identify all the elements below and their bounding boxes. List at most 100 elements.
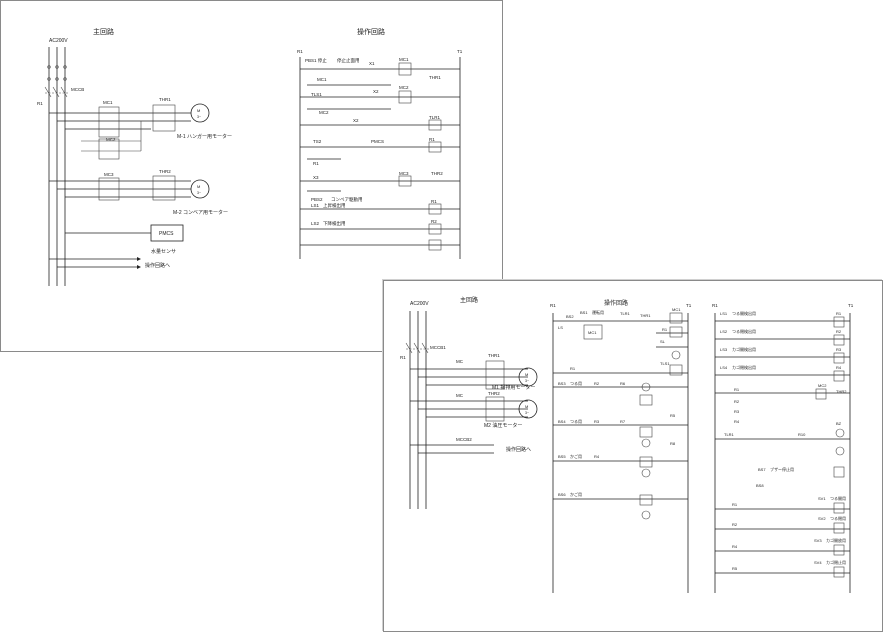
sheet1-mc2-label: MC2 bbox=[106, 137, 116, 142]
sheet1-pmcs-box bbox=[150, 224, 184, 242]
sheet2-col2-t1: T1 bbox=[848, 303, 854, 308]
sheet2-thr2: THR2 bbox=[488, 391, 500, 396]
sheet2-r1-contact: R1 bbox=[570, 366, 576, 371]
sheet1-ops-ts1: TLS1 bbox=[311, 92, 322, 97]
sheet1-ops-x3: X3 bbox=[313, 175, 319, 180]
sheet2-col2-tlr1: TLR1 bbox=[724, 432, 735, 437]
sheet2-bs1-detail: 運転用 bbox=[592, 309, 604, 315]
sheet2-motor-m1 bbox=[518, 367, 538, 387]
sheet2-bs4-rung: BS4 つる用 R3 R7 R8 bbox=[553, 418, 688, 448]
sheet2-col2-r4-coil: R4 bbox=[836, 365, 842, 370]
sheet2-col2-ls1-detail: つる開検出用 bbox=[732, 310, 756, 316]
sheet2-m1-caption: M1 揚排用モーター bbox=[492, 384, 535, 391]
sheet2-col2-ls2-detail: つる閉検出用 bbox=[732, 328, 756, 334]
sheet1-ops-r2-coil: R2 bbox=[431, 219, 437, 224]
sheet2-bs4-detail: つる用 bbox=[570, 418, 582, 424]
sheet2-r8: R8 bbox=[670, 441, 676, 446]
sheet1-motor-m1 bbox=[190, 103, 210, 123]
sheet1-ops-tlr1: TLR1 bbox=[429, 115, 441, 120]
sheet1-m1-symbol: M bbox=[197, 108, 200, 113]
sheet2-bs2: BS2 bbox=[566, 314, 574, 319]
sheet1-m1-caption: M-1 ハンガー用モーター bbox=[177, 133, 232, 140]
sheet2-col2-sv4: SV4 bbox=[814, 560, 822, 565]
sheet2-ts1: TLS1 bbox=[660, 361, 670, 366]
sheet2-supply-label: AC200V bbox=[410, 301, 429, 307]
sheet2-main-circuit: MCCB1 R1 MC THR1 M 3~ M1 揚排用モーター MC THR2… bbox=[400, 311, 538, 509]
sheet2-mc1-coil: MC1 bbox=[672, 307, 681, 312]
sheet1-ops-r1-coil: R1 bbox=[429, 137, 435, 142]
sheet1-thr2-label: THR2 bbox=[159, 169, 171, 174]
sheet2-col2-r2-sv: R2 bbox=[732, 522, 738, 527]
sheet2-col2-r1: R1 bbox=[712, 303, 718, 308]
sheet2-col2-ls3-detail: カゴ開検出用 bbox=[732, 346, 756, 352]
sheet1-m2-symbol: M bbox=[197, 184, 200, 189]
sheet2-col2-ls4-detail: カゴ閉検出用 bbox=[732, 364, 756, 370]
sheet1-ops-x2-contact: X2 bbox=[353, 118, 359, 123]
sheet2-mc-1: MC bbox=[456, 359, 464, 364]
sheet2-ops-title: 操作回路 bbox=[604, 299, 628, 307]
sheet1-ops-thr2: THR2 bbox=[431, 171, 443, 176]
sheet2-col2-r4-sv: R4 bbox=[732, 544, 738, 549]
sheet2-bs5-detail: かご用 bbox=[570, 453, 582, 459]
sheet1-ops-x2: X2 bbox=[373, 89, 379, 94]
sheet2-col2-r3-contact: R3 bbox=[734, 409, 740, 414]
sheet1-ops-ts2: TS2 bbox=[313, 139, 322, 144]
sheet2-r2: R2 bbox=[594, 381, 600, 386]
sheet1-ops-mc2: MC2 bbox=[399, 85, 409, 90]
circuit-sheet-1: 主回路 操作回路 AC200V R1 MCCB MC1 MC2 THR1 M 3… bbox=[0, 0, 503, 352]
sheet2-col2-sv2-detail: つる閉用 bbox=[830, 515, 846, 521]
sheet2-col1-r1: R1 bbox=[550, 303, 556, 308]
sheet2-col2-r10: R10 bbox=[798, 432, 806, 437]
sheet1-ops-mc3: MC3 bbox=[399, 171, 409, 176]
sheet2-mccb2: MCCB2 bbox=[456, 437, 472, 442]
sheet2-diagram: AC200V 主回路 操作回路 MCCB1 R1 MC THR1 M 3~ M1… bbox=[400, 296, 854, 593]
sheet1-ops-x1: X1 bbox=[369, 61, 375, 66]
sheet2-col2-sv3-detail: カゴ開放用 bbox=[826, 537, 846, 543]
sheet2-r4: R4 bbox=[594, 454, 600, 459]
sheet1-ops-t1: T1 bbox=[457, 49, 463, 54]
sheet2-m2-symbol: M bbox=[525, 404, 528, 409]
sheet2-col2-thr2: THR2 bbox=[836, 389, 847, 394]
sheet1-ops-ls1: LS1 bbox=[311, 203, 320, 208]
sheet1-m1-phase: 3~ bbox=[197, 115, 201, 119]
sheet2-to-ops: 操作回路へ bbox=[506, 446, 531, 453]
sheet2-col2-bs7: BS7 bbox=[758, 467, 766, 472]
sheet2-col2-r3-coil: R3 bbox=[836, 347, 842, 352]
sheet2-mc-2: MC bbox=[456, 393, 464, 398]
sheet1-ops-mc2-contact: MC2 bbox=[319, 110, 329, 115]
sheet1-ops-pbs1: PBS1 停止 bbox=[305, 57, 327, 64]
sheet1-ops-r1-coil-2: R1 bbox=[431, 199, 437, 204]
sheet2-bs3-rung: BS3 つる用 R2 R6 R5 bbox=[553, 380, 688, 418]
sheet1-mc3-label: MC3 bbox=[104, 172, 114, 177]
sheet2-main-r1: R1 bbox=[400, 355, 406, 360]
sheet2-col2-bz: BZ bbox=[836, 421, 842, 426]
sheet2-col2-r1-coil: R1 bbox=[836, 311, 842, 316]
sheet2-col2-sv1-detail: つる開用 bbox=[830, 495, 846, 501]
sheet1-ops-pbs2-detail: コンベア駆動用 bbox=[331, 196, 363, 203]
sheet1-ops-pbs2: PBS2 bbox=[311, 197, 323, 202]
sheet2-mc1-contact: MC1 bbox=[588, 330, 597, 335]
sheet1-mc1-label: MC1 bbox=[103, 100, 113, 105]
sheet1-main-circuit: R1 MCCB MC1 MC2 THR1 M 3~ M-1 ハンガー用モーター … bbox=[37, 47, 232, 286]
sheet1-water-sensor: 水量センサ bbox=[151, 248, 176, 255]
sheet2-thr1: THR1 bbox=[488, 353, 500, 358]
sheet1-motor-m2 bbox=[190, 179, 210, 199]
sheet2-col2-sv3: SV3 bbox=[814, 538, 822, 543]
sheet1-diagram: 主回路 操作回路 AC200V R1 MCCB MC1 MC2 THR1 M 3… bbox=[37, 27, 463, 286]
sheet2-bs3-detail: つる用 bbox=[570, 380, 582, 386]
sheet2-col1-thr1: THR1 bbox=[640, 313, 651, 318]
sheet1-m2-caption: M-2 コンベア用モーター bbox=[173, 209, 228, 216]
sheet2-m2-phase: 3~ bbox=[525, 411, 529, 415]
sheet2-bs4: BS4 bbox=[558, 419, 566, 424]
sheet2-col2-ls1: LS1 bbox=[720, 311, 728, 316]
sheet2-tlr1: TLR1 bbox=[620, 311, 631, 316]
sheet2-col2-r2-contact: R2 bbox=[734, 399, 740, 404]
sheet2-r6: R6 bbox=[620, 381, 626, 386]
sheet2-m2-caption: M2 油圧モーター bbox=[484, 422, 522, 429]
sheet1-supply-label: AC200V bbox=[49, 38, 68, 44]
circuit-sheet-2: AC200V 主回路 操作回路 MCCB1 R1 MC THR1 M 3~ M1… bbox=[383, 280, 883, 632]
sheet1-ops-pbs1-detail: 停止止面用 bbox=[337, 57, 360, 64]
sheet1-pmcs-label: PMCS bbox=[159, 231, 174, 237]
sheet2-buzzer bbox=[835, 428, 845, 438]
sheet2-col2-r1-sv: R1 bbox=[732, 502, 738, 507]
